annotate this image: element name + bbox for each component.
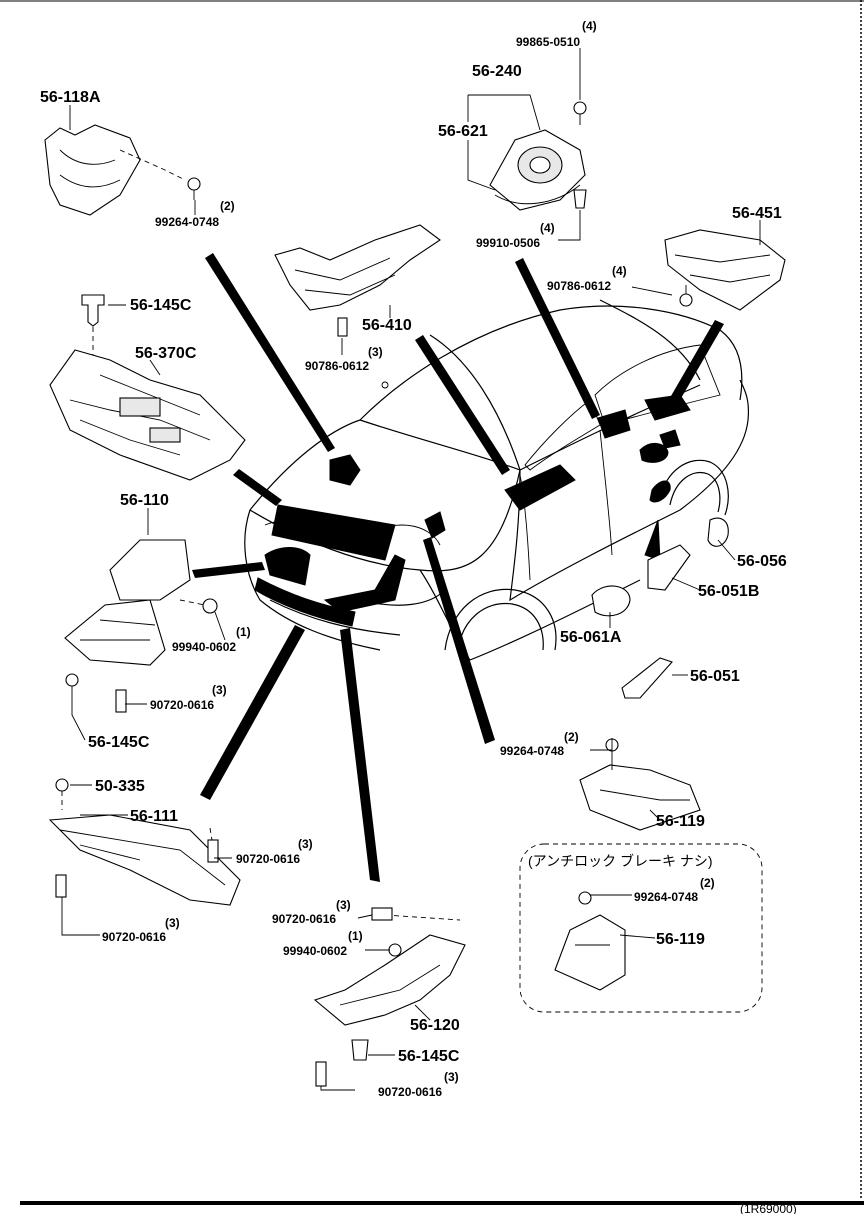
label-99264-0748-c: 99264-0748	[634, 890, 698, 904]
qty-99264-0748-b: (2)	[564, 730, 579, 744]
label-90786-0612-a: 90786-0612	[305, 359, 369, 373]
qty-90720-0616-b: (3)	[298, 837, 313, 851]
label-90720-0616-e: 90720-0616	[378, 1085, 442, 1099]
qty-99264-0748-c: (2)	[700, 876, 715, 890]
figure-ref: (1R69000)	[740, 1202, 797, 1214]
label-56-118A: 56-118A	[40, 89, 101, 106]
label-56-145C-a: 56-145C	[130, 297, 192, 314]
abs-box	[519, 843, 763, 1013]
part-56-056	[707, 517, 729, 547]
label-56-056: 56-056	[737, 553, 787, 570]
label-56-145C-b: 56-145C	[88, 734, 150, 751]
part-56-120	[313, 907, 466, 1087]
label-99865-0510: 99865-0510	[516, 35, 580, 49]
qty-99940-0602-a: (1)	[236, 625, 251, 639]
part-56-111	[48, 778, 241, 906]
label-56-111: 56-111	[130, 808, 178, 825]
abs-note: (アンチロック ブレーキ ナシ)	[528, 853, 713, 869]
label-leaders	[61, 48, 761, 1091]
part-56-370C	[49, 349, 246, 481]
qty-99910-0506: (4)	[540, 221, 555, 235]
part-56-451	[664, 229, 786, 311]
label-56-120: 56-120	[410, 1017, 460, 1034]
leader-strokes	[192, 253, 724, 882]
label-99264-0748-a: 99264-0748	[155, 215, 219, 229]
qty-90720-0616-d: (3)	[336, 898, 351, 912]
label-56-119-a: 56-119	[656, 813, 705, 830]
part-labels: 56-118A (2) 99264-0748 56-145C 56-370C 5…	[40, 19, 797, 1214]
part-56-061A	[591, 585, 631, 617]
part-56-051	[621, 657, 673, 699]
qty-99940-0602-b: (1)	[348, 929, 363, 943]
label-50-335: 50-335	[95, 778, 145, 795]
label-56-119-b: 56-119	[656, 931, 705, 948]
label-56-370C: 56-370C	[135, 345, 197, 362]
qty-99865-0510: (4)	[582, 19, 597, 33]
highlight-areas	[254, 394, 691, 627]
label-56-110: 56-110	[120, 492, 169, 509]
label-56-621: 56-621	[438, 123, 488, 140]
part-56-621	[489, 101, 587, 211]
qty-90786-0612-b: (4)	[612, 264, 627, 278]
part-56-410	[274, 224, 441, 337]
qty-90720-0616-c: (3)	[165, 916, 180, 930]
label-56-051B: 56-051B	[698, 583, 759, 600]
part-56-110	[64, 520, 218, 713]
label-90720-0616-c: 90720-0616	[102, 930, 166, 944]
label-56-051: 56-051	[690, 668, 740, 685]
label-56-145C-c: 56-145C	[398, 1048, 460, 1065]
label-90720-0616-b: 90720-0616	[236, 852, 300, 866]
part-56-118A	[44, 124, 201, 216]
label-90720-0616-d: 90720-0616	[272, 912, 336, 926]
part-56-051B	[647, 544, 691, 591]
label-56-061A: 56-061A	[560, 629, 622, 646]
label-90720-0616-a: 90720-0616	[150, 698, 214, 712]
label-99910-0506: 99910-0506	[476, 236, 540, 250]
label-99940-0602-b: 99940-0602	[283, 944, 347, 958]
label-56-451: 56-451	[732, 205, 782, 222]
label-56-410: 56-410	[362, 317, 412, 334]
label-90786-0612-b: 90786-0612	[547, 279, 611, 293]
label-56-240: 56-240	[472, 63, 522, 80]
qty-90720-0616-a: (3)	[212, 683, 227, 697]
qty-90720-0616-e: (3)	[444, 1070, 459, 1084]
label-99264-0748-b: 99264-0748	[500, 744, 564, 758]
label-99940-0602-a: 99940-0602	[172, 640, 236, 654]
qty-90786-0612-a: (3)	[368, 345, 383, 359]
qty-99264-0748-a: (2)	[220, 199, 235, 213]
